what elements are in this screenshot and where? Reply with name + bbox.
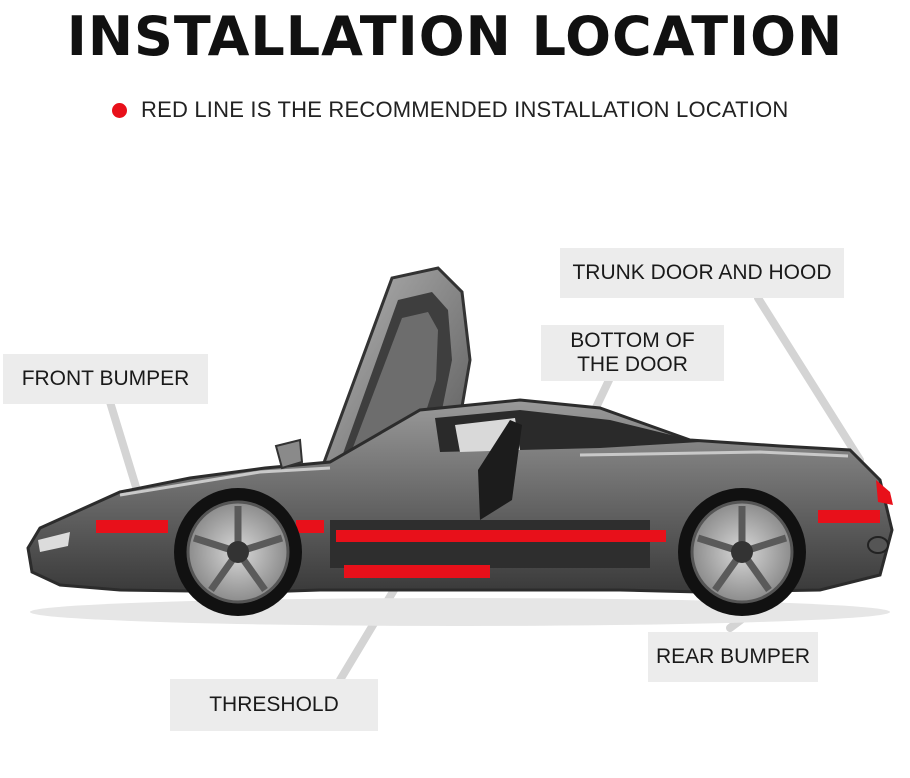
- red-line-rear-bumper: [818, 510, 880, 523]
- label-door-line1: BOTTOM OF: [570, 329, 695, 352]
- door-sill: [330, 520, 650, 568]
- page-title: INSTALLATION LOCATION: [66, 5, 844, 68]
- front-wheel: [174, 488, 302, 616]
- red-dot-icon: [112, 102, 127, 118]
- red-line-door-bottom: [336, 530, 666, 542]
- red-line-trunk: [876, 480, 893, 505]
- rear-wheel: [678, 488, 806, 616]
- seat: [478, 420, 522, 520]
- red-line-front-fender: [296, 520, 324, 533]
- side-mirror: [274, 438, 304, 470]
- legend: RED LINE IS THE RECOMMENDED INSTALLATION…: [112, 95, 789, 125]
- red-line-threshold: [344, 565, 490, 578]
- red-install-lines: [96, 480, 893, 578]
- label-rear-bumper: REAR BUMPER: [648, 632, 818, 682]
- legend-text: RED LINE IS THE RECOMMENDED INSTALLATION…: [141, 97, 789, 122]
- headlight: [38, 532, 70, 552]
- label-bottom-of-door: BOTTOM OF THE DOOR: [541, 325, 724, 381]
- label-threshold: THRESHOLD: [170, 679, 378, 731]
- label-front-bumper-text: FRONT BUMPER: [21, 367, 190, 390]
- label-front-bumper: FRONT BUMPER: [3, 354, 208, 404]
- label-threshold-text: THRESHOLD: [209, 693, 339, 716]
- red-line-front-bumper: [96, 520, 168, 533]
- label-trunk-door-hood: TRUNK DOOR AND HOOD: [560, 248, 844, 298]
- exhaust: [867, 536, 889, 554]
- label-trunk-text: TRUNK DOOR AND HOOD: [572, 261, 832, 284]
- label-rear-bumper-text: REAR BUMPER: [655, 645, 811, 668]
- label-door-line2: THE DOOR: [577, 353, 688, 376]
